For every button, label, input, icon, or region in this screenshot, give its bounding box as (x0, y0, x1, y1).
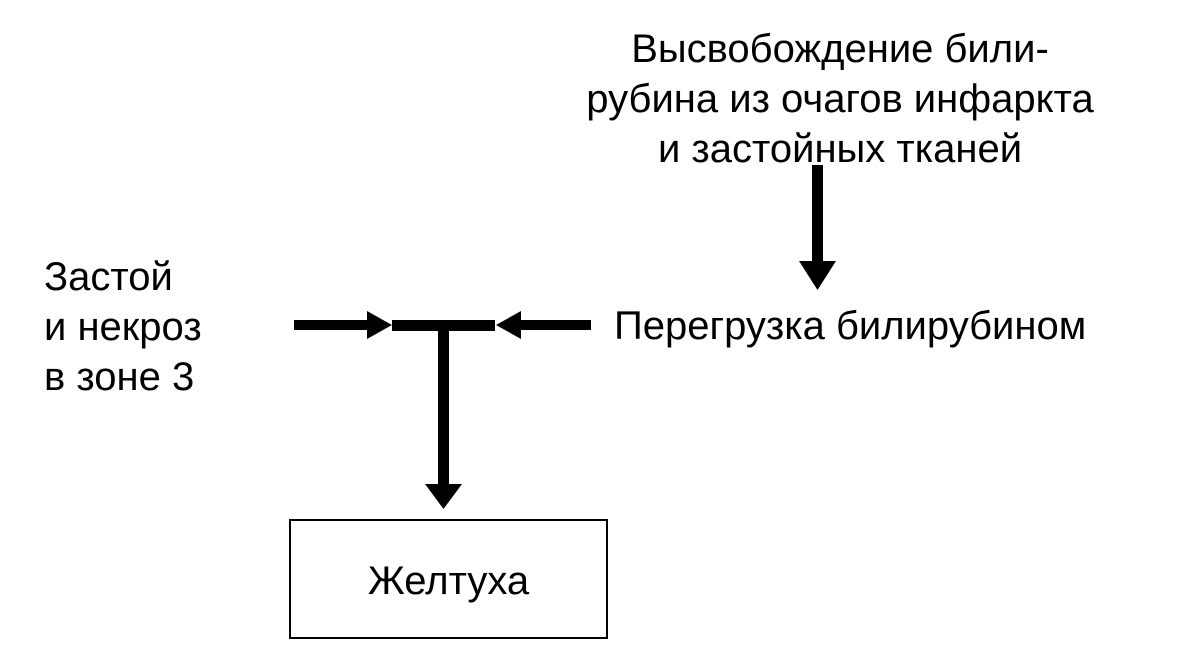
arrow-top-to-overload-head (799, 261, 836, 290)
node-jaundice-box: Желтуха (289, 519, 608, 639)
node-congestion-necrosis-line-2: и некроз (44, 305, 202, 349)
node-congestion-necrosis: Застой и некроз в зоне 3 (44, 252, 202, 402)
arrow-left-to-junction-head (367, 311, 392, 339)
arrow-right-to-junction-head (496, 311, 521, 339)
node-bilirubin-release-line-2: рубина из очагов инфаркта (586, 77, 1094, 121)
arrow-top-to-overload-shaft (812, 165, 823, 265)
node-bilirubin-release-line-1: Высвобождение били- (631, 27, 1049, 71)
node-jaundice-label: Желтуха (367, 559, 530, 603)
node-bilirubin-overload: Перегрузка билирубином (614, 304, 1087, 348)
arrow-left-to-junction-shaft (294, 320, 369, 330)
node-congestion-necrosis-line-1: Застой (44, 255, 173, 299)
arrow-junction-to-jaundice-head (425, 484, 462, 509)
junction-bar (392, 320, 495, 331)
arrow-junction-to-jaundice-shaft (438, 330, 449, 488)
node-bilirubin-release-line-3: и застойных тканей (657, 127, 1023, 171)
arrow-right-to-junction-shaft (519, 320, 591, 330)
node-congestion-necrosis-line-3: в зоне 3 (44, 355, 195, 399)
node-bilirubin-release: Высвобождение били- рубина из очагов инф… (500, 24, 1180, 174)
